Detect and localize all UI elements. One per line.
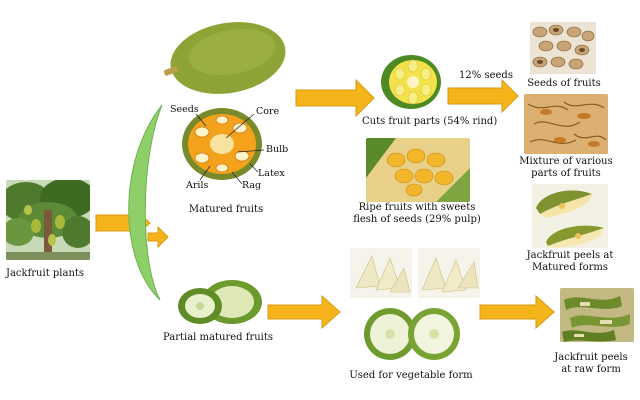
cut-fruit-image xyxy=(380,54,442,110)
arrow-partial-to-vegetable xyxy=(267,294,341,330)
peels-matured-image xyxy=(532,184,608,248)
label-seeds-part: Seeds xyxy=(170,104,199,115)
peels-raw-image xyxy=(560,288,634,342)
label-cuts-fruit-parts: Cuts fruit parts (54% rind) xyxy=(362,116,498,127)
label-peels-matured-line2: Matured forms xyxy=(531,262,609,273)
mixture-image xyxy=(524,94,608,154)
label-vegetable-form: Used for vegetable form xyxy=(349,370,473,381)
label-ripe-line1: Ripe fruits with sweets xyxy=(358,202,476,213)
label-peels-raw-line1: Jackfruit peels xyxy=(554,352,628,363)
label-partial-matured-fruits: Partial matured fruits xyxy=(162,332,274,343)
partial-matured-fruits-image xyxy=(176,278,264,326)
arrow-mature-to-cuts xyxy=(295,78,375,118)
split-bracket xyxy=(128,104,163,301)
label-latex-part: Latex xyxy=(258,168,285,179)
label-jackfruit-plants: Jackfruit plants xyxy=(5,268,85,279)
label-peels-raw-line2: at raw form xyxy=(561,364,621,375)
arrow-vegetable-to-rawpeels xyxy=(479,294,555,330)
label-bulb-part: Bulb xyxy=(266,144,289,155)
label-arils-part: Arils xyxy=(186,180,209,191)
arrow-split-to-partial xyxy=(147,225,169,249)
label-mixture-line1: Mixture of various xyxy=(519,156,613,167)
label-seeds-percent: 12% seeds xyxy=(459,70,513,81)
label-core-part: Core xyxy=(256,106,280,117)
whole-jackfruit-image xyxy=(162,16,288,96)
jackfruit-plant-image xyxy=(6,180,90,260)
label-mixture-line2: parts of fruits xyxy=(531,168,601,179)
label-rag-part: Rag xyxy=(242,180,262,191)
vegetable-slices-image-1 xyxy=(350,248,412,298)
vegetable-slices-image-2 xyxy=(418,248,480,298)
label-matured-fruits: Matured fruits xyxy=(188,204,264,215)
seeds-image xyxy=(530,22,596,74)
label-seeds-of-fruits: Seeds of fruits xyxy=(527,78,601,89)
label-peels-matured-line1: Jackfruit peels at xyxy=(526,250,614,261)
vegetable-rings-image xyxy=(362,304,462,366)
fruit-cross-section-image xyxy=(180,106,264,182)
ripe-fruit-image xyxy=(366,138,470,202)
label-ripe-line2: flesh of seeds (29% pulp) xyxy=(353,214,481,225)
arrow-cuts-to-seeds xyxy=(447,78,519,114)
